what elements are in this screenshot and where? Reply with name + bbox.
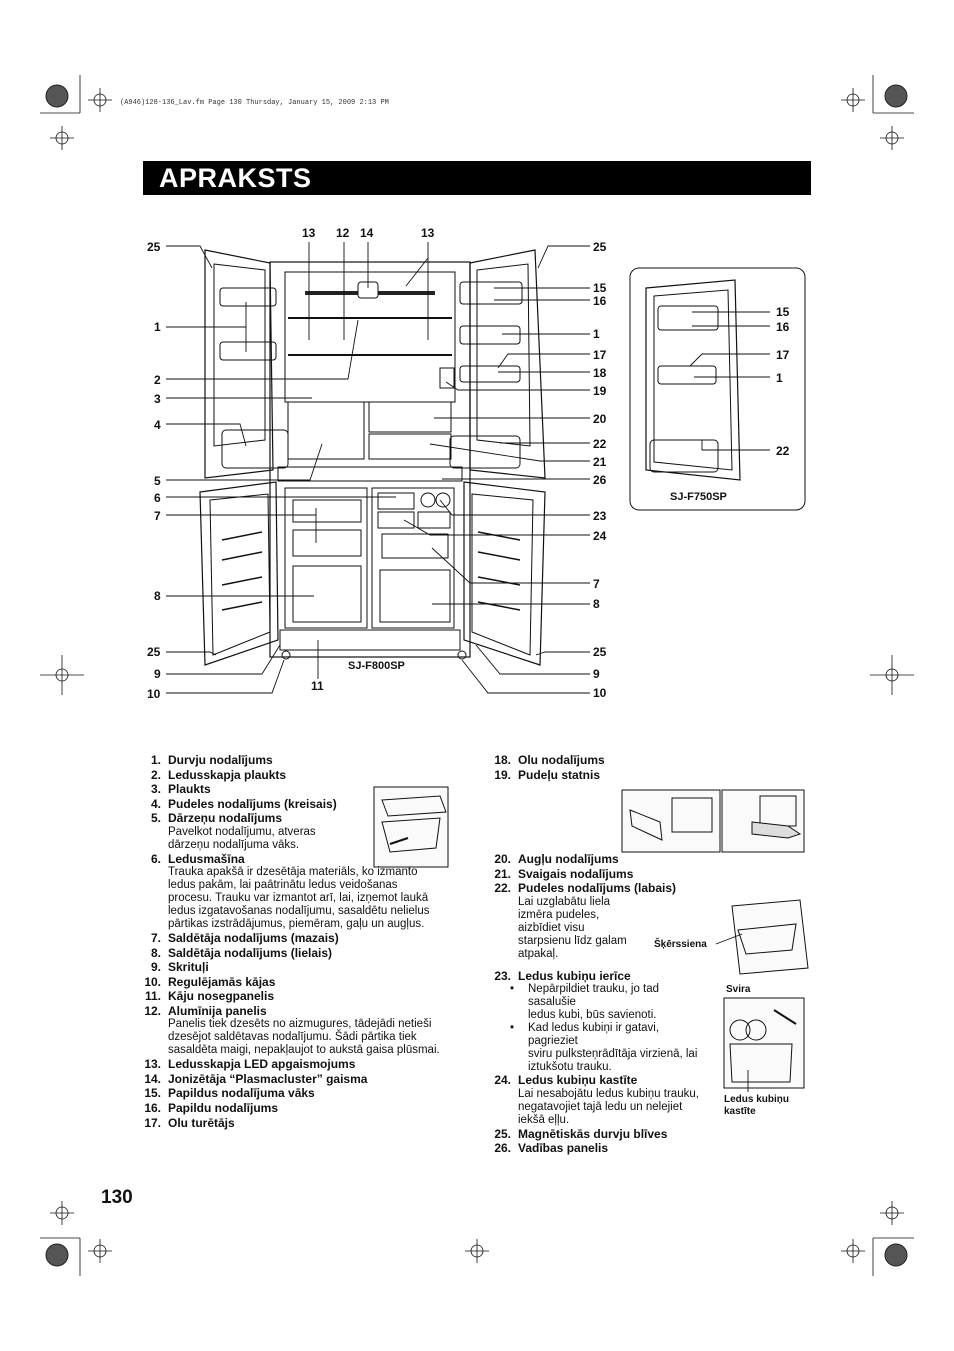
legend-item: 21.Svaigais nodalījums: [494, 866, 634, 881]
label-skerssiena: Šķērssiena: [654, 937, 707, 950]
callout-label: 25: [593, 645, 607, 659]
callout-label: 13: [421, 226, 435, 240]
legend-description: Trauka apakšā ir dzesētāja materiāls, ko…: [168, 866, 430, 930]
legend-item: 17.Olu turētājs: [144, 1115, 235, 1130]
callout-label: 2: [154, 373, 161, 387]
ice-maker-illustration: Svira Ledus kubiņu kastīte: [723, 984, 805, 1117]
callout-numbers: 25 1 2 3 4 5 6 7 8 25 9 10 13 12 14 13 1…: [147, 226, 790, 701]
title-bar: APRAKSTS: [143, 161, 811, 195]
legend-item: 22.Pudeles nodalījums (labais): [494, 881, 677, 896]
legend-item: 10.Regulējamās kājas: [144, 974, 276, 989]
callout-label: 19: [593, 384, 607, 398]
callout-label: 1: [154, 320, 161, 334]
callout-label: 1: [593, 327, 600, 341]
legend-description: Lai nesabojātu ledus kubiņu trauku,negat…: [518, 1088, 699, 1126]
callout-label: 21: [593, 455, 607, 469]
callout-label: 4: [154, 418, 161, 432]
callout-label: 11: [311, 679, 324, 693]
legend-item: 8.Saldētāja nodalījums (lielais): [150, 945, 333, 960]
legend-item: 9.Skrituļi: [150, 960, 209, 975]
callout-label: 6: [154, 491, 161, 505]
fridge-sj-f800sp-drawing: [199, 249, 546, 666]
callout-label: 25: [147, 645, 161, 659]
callout-label: 22: [593, 437, 607, 451]
legend-item: 3.Plaukts: [150, 782, 211, 797]
callout-label: 12: [336, 226, 350, 240]
inset-callout-label: 16: [776, 320, 790, 334]
model-label-main: SJ-F800SP: [348, 660, 405, 672]
legend-item: 20.Augļu nodalījums: [494, 852, 619, 867]
callout-label: 17: [593, 348, 607, 362]
callout-label: 25: [147, 240, 161, 254]
label-svira: Svira: [726, 984, 751, 995]
partition-illustration: Šķērssiena: [654, 899, 809, 975]
bottle-holder-illustrations: [621, 789, 805, 853]
inset-callout-label: 1: [776, 371, 783, 385]
callout-label: 8: [154, 589, 161, 603]
inset-callout-label: 15: [776, 305, 790, 319]
callout-label: 14: [360, 226, 374, 240]
inset-callout-label: 17: [776, 348, 790, 362]
callout-label: 15: [593, 281, 607, 295]
legend-item: 24.Ledus kubiņu kastīte: [494, 1073, 638, 1088]
legend-description: Panelis tiek dzesēts no aizmugures, tāde…: [168, 1018, 440, 1057]
callout-label: 10: [147, 687, 161, 701]
callout-label: 23: [593, 509, 607, 523]
legend-left-column: 1.Durvju nodalījums 2.Ledusskapja plaukt…: [130, 753, 480, 1130]
page-title: APRAKSTS: [159, 163, 312, 193]
label-ice-box-1: Ledus kubiņu: [724, 1094, 789, 1105]
legend-item: 13.Ledusskapja LED apgaismojums: [144, 1057, 356, 1072]
callout-label: 25: [593, 240, 607, 254]
page-number: 130: [101, 1187, 133, 1208]
callout-label: 9: [593, 667, 600, 681]
legend-item: 6.Ledusmašīna: [150, 851, 245, 866]
legend-item: 16.Papildu nodalījums: [144, 1100, 279, 1115]
callout-label: 7: [154, 509, 161, 523]
callout-label: 18: [593, 366, 607, 380]
callout-label: 9: [154, 667, 161, 681]
legend-item: 4.Pudeles nodalījums (kreisais): [150, 796, 337, 811]
legend-item: 1.Durvju nodalījums: [150, 753, 273, 767]
callout-label: 20: [593, 412, 607, 426]
registration-marks: [40, 75, 914, 1276]
callout-label: 26: [593, 473, 607, 487]
callout-label: 5: [154, 474, 161, 488]
callout-label: 3: [154, 392, 161, 406]
legend-item: 7.Saldētāja nodalījums (mazais): [150, 930, 339, 945]
legend-item: 25.Magnētiskās durvju blīves: [494, 1126, 668, 1141]
vegetable-drawer-illustration: [373, 786, 449, 868]
model-label-inset: SJ-F750SP: [670, 491, 727, 503]
legend-item: 23.Ledus kubiņu ierīce: [494, 968, 631, 983]
legend-item: 5.Dārzeņu nodalījums: [150, 811, 283, 826]
legend-item: 26.Vadības panelis: [494, 1141, 609, 1156]
callout-label: 13: [302, 226, 316, 240]
legend-item: 12.Alumīnija panelis: [144, 1003, 267, 1018]
legend-right-column: 18.Olu nodalījums 19.Pudeļu statnis 20.A…: [480, 753, 710, 1156]
callout-leaders: [166, 242, 590, 694]
legend-item: 15.Papildus nodalījuma vāks: [144, 1086, 315, 1101]
callout-label: 24: [593, 529, 607, 543]
legend-item: 14.Jonizētāja “Plasmacluster” gaisma: [144, 1071, 368, 1086]
legend-item: 2.Ledusskapja plaukts: [150, 767, 287, 782]
inset-sj-f750sp: [629, 267, 806, 511]
inset-callout-label: 22: [776, 444, 790, 458]
legend-item: 19.Pudeļu statnis: [494, 767, 601, 782]
callout-label: 10: [593, 686, 607, 700]
label-ice-box-2: kastīte: [724, 1106, 756, 1117]
callout-label: 7: [593, 577, 600, 591]
legend-item: 18.Olu nodalījums: [494, 753, 605, 767]
callout-label: 16: [593, 294, 607, 308]
print-header: (A946)128-136_Lav.fm Page 130 Thursday, …: [120, 99, 389, 107]
callout-label: 8: [593, 597, 600, 611]
legend-item: 11.Kāju nosegpanelis: [144, 989, 275, 1004]
